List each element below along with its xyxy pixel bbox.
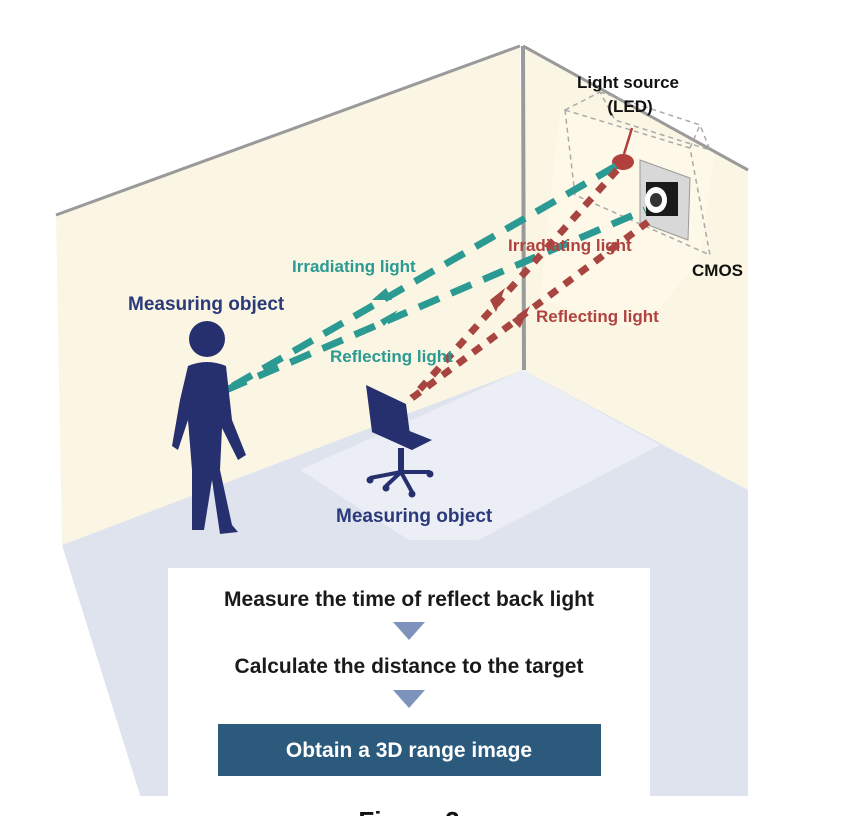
wall-corner-edge	[523, 46, 524, 370]
step-1-text: Measure the time of reflect back light	[224, 588, 594, 611]
irradiating-light-left-label: Irradiating light	[292, 257, 416, 276]
reflecting-light-right-label: Reflecting light	[536, 307, 659, 326]
irradiating-light-right-label: Irradiating light	[508, 236, 632, 255]
reflecting-light-left-label: Reflecting light	[330, 347, 453, 366]
light-source-label: Light source	[577, 73, 679, 92]
cmos-label: CMOS	[692, 261, 743, 280]
step-3-text: Obtain a 3D range image	[286, 739, 532, 762]
measuring-object-chair-label: Measuring object	[336, 506, 493, 527]
figure-caption: Figure 2	[358, 806, 459, 816]
led-label: (LED)	[607, 97, 652, 116]
step-2-text: Calculate the distance to the target	[235, 655, 584, 678]
measuring-object-person-label: Measuring object	[128, 294, 285, 315]
